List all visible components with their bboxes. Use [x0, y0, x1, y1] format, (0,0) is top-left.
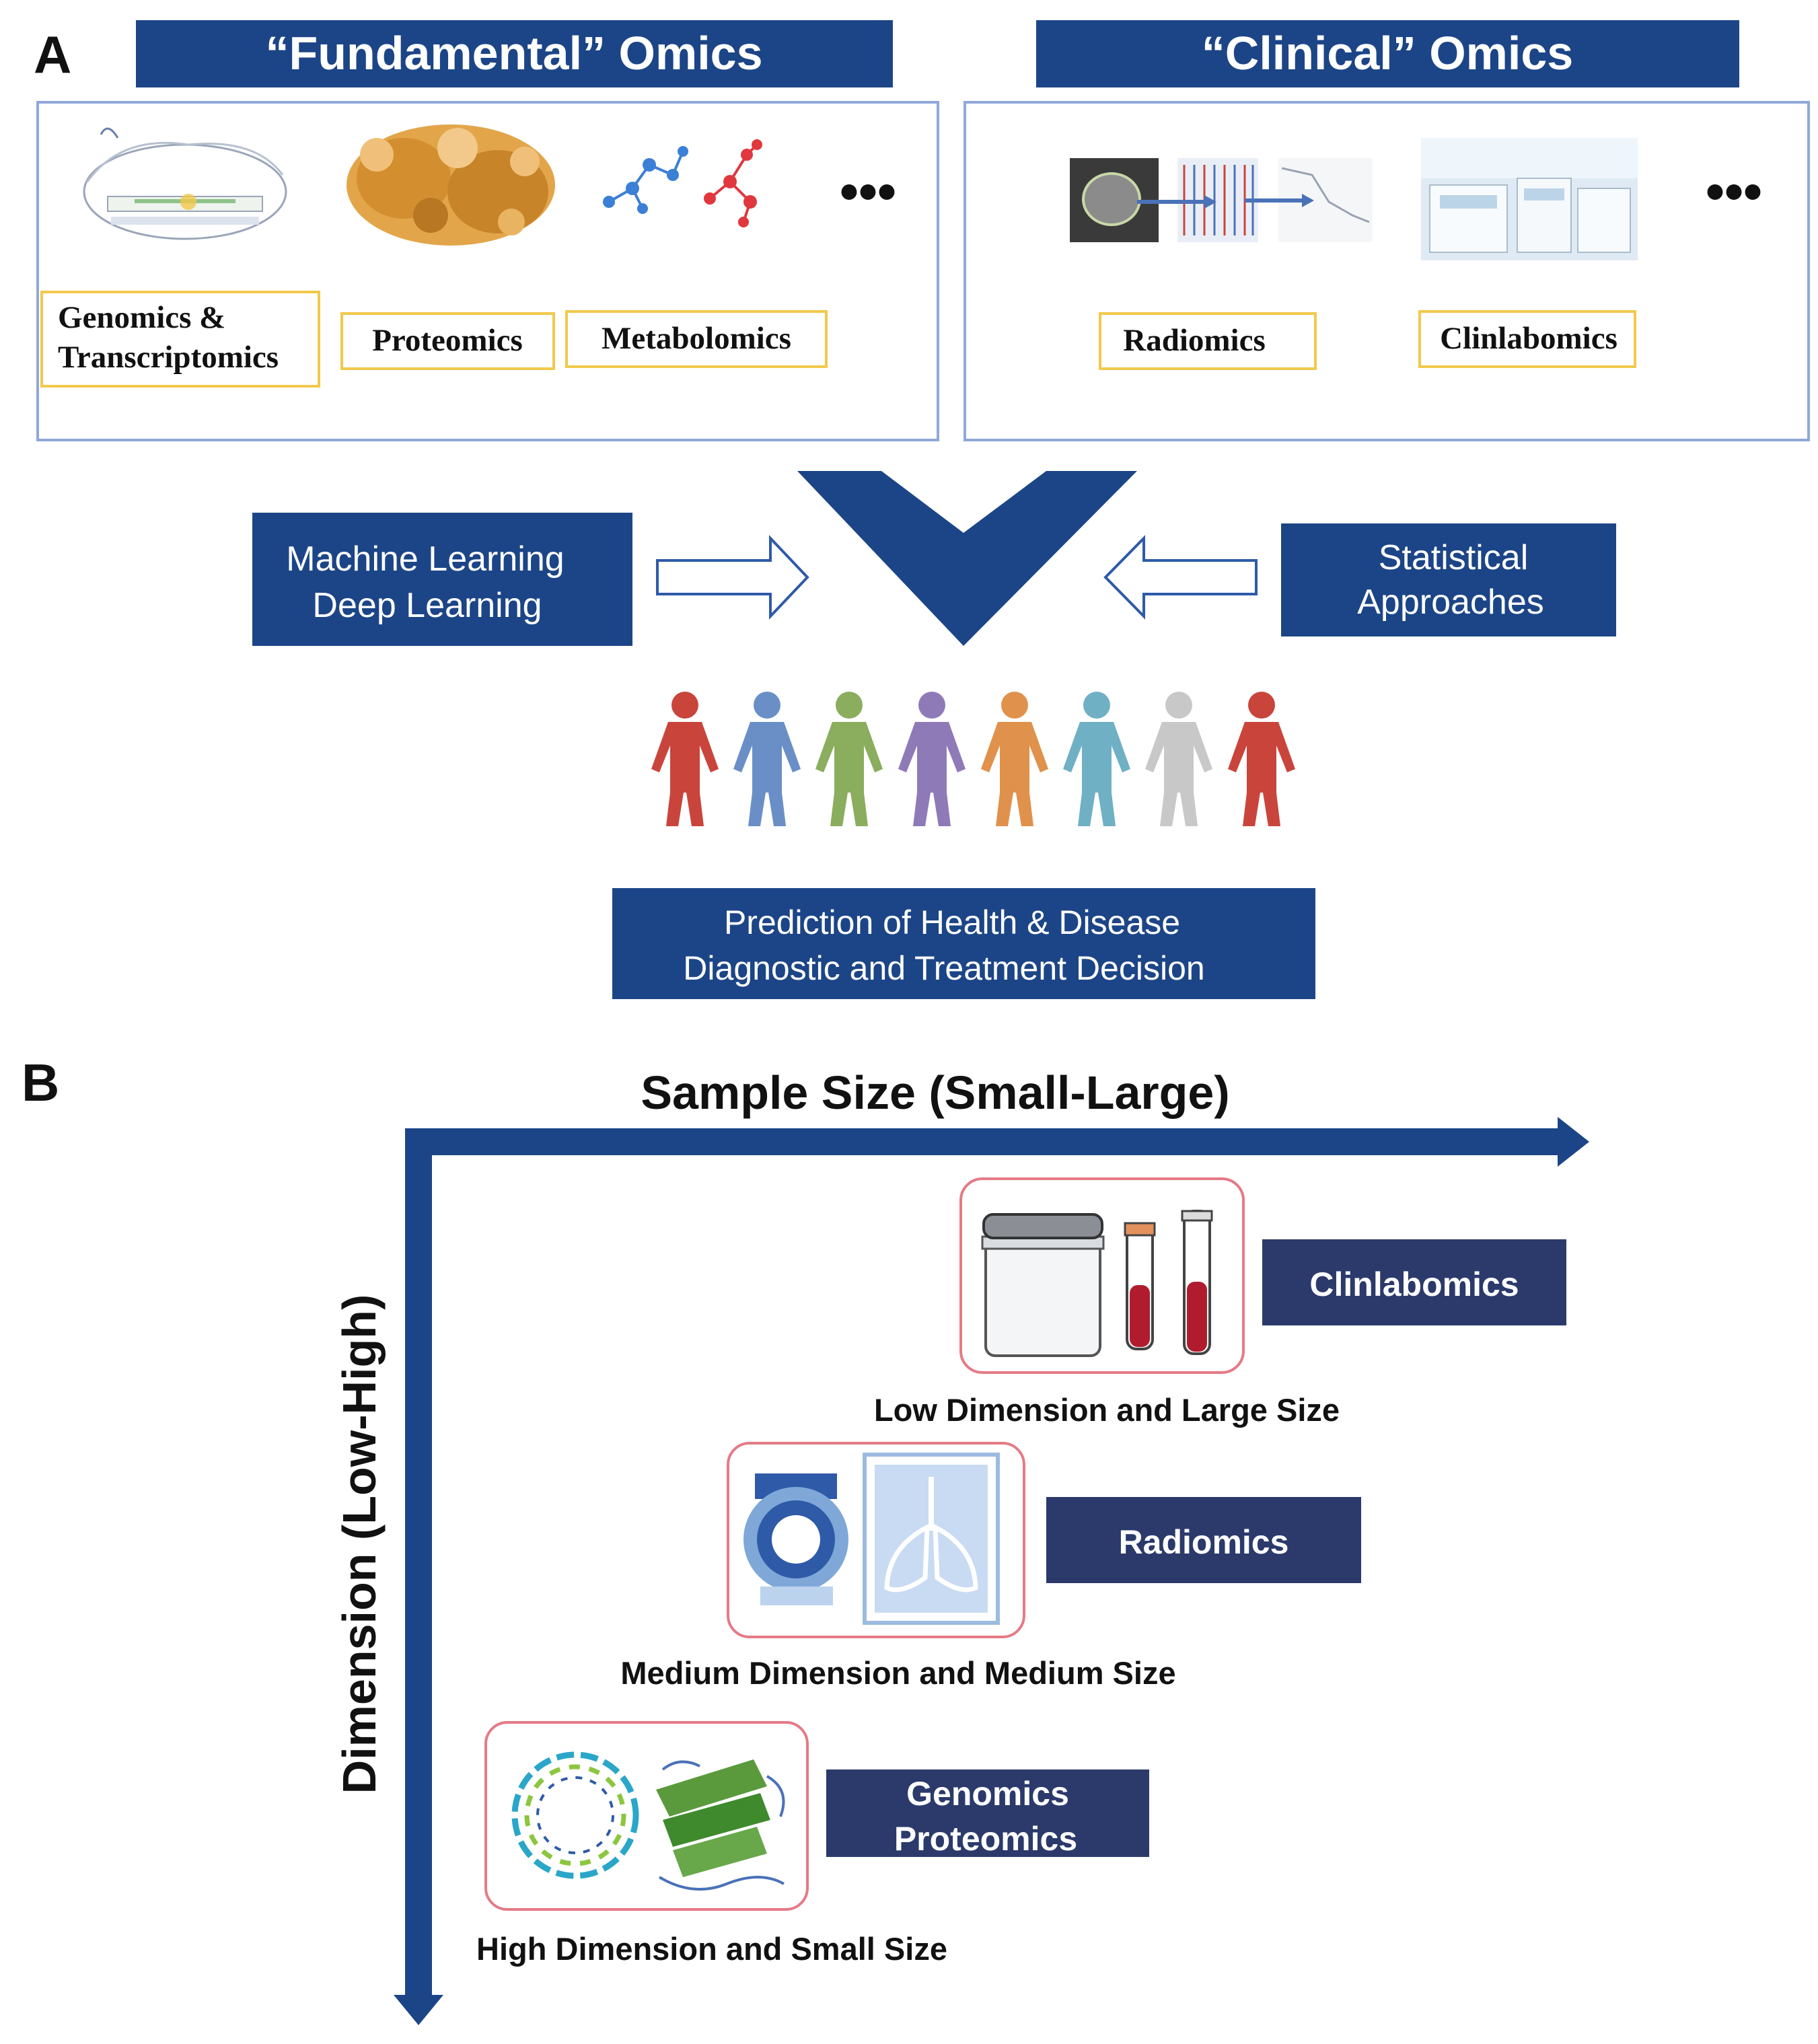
- genomics-label-line2: Transcriptomics: [58, 340, 279, 375]
- fundamental-omics-title: “Fundamental” Omics: [265, 27, 762, 79]
- clinical-more-ellipsis: •••: [1706, 161, 1762, 221]
- dimension-axis-label: Dimension (Low-High): [333, 1294, 386, 1794]
- x-axis-arrowhead: [1558, 1117, 1589, 1167]
- protein-structure-image: [347, 124, 555, 246]
- person-figure-4: [898, 692, 966, 826]
- ct-scanner-and-xray-image: [743, 1453, 1000, 1625]
- integration-funnel-notch: [881, 471, 1046, 533]
- dna-ring-and-protein-image: [511, 1751, 785, 1891]
- axes: [394, 1117, 1589, 2025]
- ml-right-arrow: [656, 534, 809, 620]
- statistical-approaches-box: [1281, 523, 1616, 636]
- genomics-proteomics-category-box: [826, 1769, 1149, 1857]
- stat-left-arrow: [1103, 535, 1258, 620]
- genome-map-image: [83, 127, 287, 240]
- sample-size-axis-label: Sample Size (Small-Large): [641, 1066, 1229, 1119]
- proteomics-label-box: [340, 312, 555, 370]
- approaches-label: Approaches: [1357, 583, 1544, 622]
- genomics-label-box: [40, 291, 320, 388]
- clinlabomics-label-box: [1418, 310, 1636, 368]
- prediction-label: Prediction of Health & Disease: [724, 904, 1180, 941]
- metabolite-molecules-image: [603, 139, 762, 227]
- person-figure-2: [733, 692, 801, 826]
- clinical-omics-title: “Clinical” Omics: [1202, 27, 1573, 79]
- fundamental-omics-header: [136, 20, 893, 87]
- deep-learning-label: Deep Learning: [312, 586, 542, 625]
- person-figure-1: [651, 692, 719, 826]
- radiomics-category-box: [1046, 1497, 1361, 1583]
- clinlabomics-caption: Low Dimension and Large Size: [874, 1392, 1340, 1428]
- radiomics-label: Radiomics: [1123, 323, 1266, 358]
- clinlabomics-category-box: [1262, 1239, 1566, 1325]
- radiomics-caption: Medium Dimension and Medium Size: [620, 1655, 1175, 1691]
- sample-cup-and-tubes-image: [981, 1210, 1213, 1357]
- person-figure-8: [1228, 692, 1295, 826]
- person-figure-3: [815, 692, 883, 826]
- genomics-category-label: Genomics: [906, 1775, 1069, 1813]
- statistical-label: Statistical: [1379, 538, 1529, 577]
- y-axis-line: [405, 1128, 432, 2003]
- machine-learning-box: [252, 513, 632, 646]
- x-axis-line: [405, 1128, 1562, 1155]
- panel-a-letter: A: [34, 25, 71, 84]
- genomics-caption: High Dimension and Small Size: [476, 1931, 947, 1967]
- clinlabomics-label: Clinlabomics: [1440, 321, 1617, 356]
- clinical-omics-box: [963, 101, 1810, 441]
- metabolomics-label: Metabolomics: [602, 321, 791, 356]
- person-figure-6: [1063, 692, 1130, 826]
- person-figure-7: [1145, 692, 1212, 826]
- machine-learning-label: Machine Learning: [286, 540, 564, 579]
- y-axis-arrowhead: [394, 1995, 443, 2025]
- diagnostic-label: Diagnostic and Treatment Decision: [683, 949, 1204, 987]
- lab-equipment-image: [1421, 138, 1638, 260]
- integration-funnel: [797, 471, 1137, 646]
- radiomics-label-box: [1099, 312, 1317, 370]
- proteomics-label: Proteomics: [372, 323, 523, 358]
- clinlabomics-category-label: Clinlabomics: [1309, 1266, 1519, 1303]
- population-figures: [651, 692, 1295, 826]
- metabolomics-label-box: [565, 310, 828, 368]
- fundamental-more-ellipsis: •••: [840, 161, 896, 221]
- genomics-label-line1: Genomics &: [58, 300, 225, 335]
- prediction-outcome-box: [612, 888, 1315, 999]
- panel-b-letter: B: [22, 1053, 59, 1112]
- radiomics-workflow-image: [1070, 158, 1373, 242]
- person-figure-5: [981, 692, 1048, 826]
- proteomics-category-label: Proteomics: [894, 1820, 1077, 1858]
- clinical-omics-header: [1036, 20, 1739, 87]
- radiomics-category-label: Radiomics: [1119, 1523, 1289, 1561]
